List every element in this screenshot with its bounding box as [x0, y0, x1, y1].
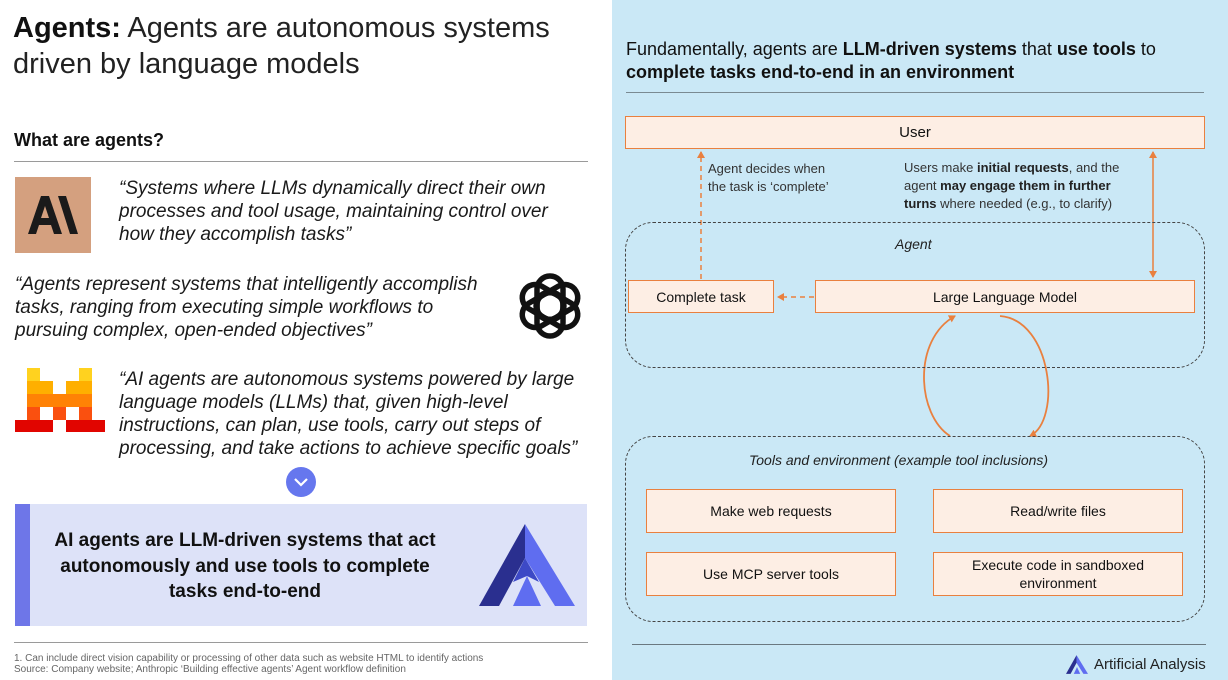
- tools-label: Tools and environment (example tool incl…: [749, 452, 1049, 468]
- footnote-source: Source: Company website; Anthropic ‘Buil…: [14, 664, 406, 675]
- tools-region: [625, 436, 1205, 622]
- title-bold: Agents:: [13, 12, 121, 44]
- diagram-heading: Fundamentally, agents are LLM-driven sys…: [626, 39, 1156, 82]
- title-rest: Agents are autonomous systems: [127, 12, 550, 44]
- arrow-tools-to-llm: [923, 315, 956, 437]
- heading-divider: [626, 92, 1204, 93]
- page-title-line-2: driven by language models: [13, 48, 360, 80]
- artificial-analysis-logo: [479, 524, 575, 606]
- llm-box: Large Language Model: [815, 280, 1195, 313]
- divider: [14, 161, 588, 162]
- page-title-line-1: Agents: Agents are autonomous systems: [13, 10, 550, 46]
- chevron-down-icon[interactable]: [286, 467, 316, 497]
- footer-divider-right: [632, 644, 1206, 645]
- brand: Artificial Analysis: [1066, 655, 1206, 674]
- openai-logo: [511, 267, 589, 345]
- tool-mcp-server: Use MCP server tools: [646, 552, 896, 596]
- anthropic-logo: [15, 177, 91, 253]
- diagram-connectors: [697, 151, 1157, 437]
- right-panel: Fundamentally, agents are LLM-driven sys…: [612, 0, 1228, 680]
- summary-text: AI agents are LLM-driven systems that ac…: [54, 530, 436, 602]
- summary-accent-bar: [15, 504, 30, 626]
- user-box: User: [625, 116, 1205, 149]
- quote-anthropic: “Systems where LLMs dynamically direct t…: [119, 178, 548, 245]
- artificial-analysis-logo-small: [1066, 655, 1088, 674]
- mistral-logo: [15, 368, 105, 432]
- note-agent-decides: Agent decides when the task is ‘complete…: [708, 161, 829, 194]
- tool-web-requests: Make web requests: [646, 489, 896, 533]
- agent-region: [625, 222, 1205, 368]
- complete-task-box: Complete task: [628, 280, 774, 313]
- tool-execute-code: Execute code in sandboxed environment: [933, 552, 1183, 596]
- tool-read-write-files: Read/write files: [933, 489, 1183, 533]
- arrow-llm-to-tools: [999, 315, 1050, 437]
- footnote-1: 1. Can include direct vision capability …: [14, 653, 484, 664]
- brand-name: Artificial Analysis: [1094, 656, 1206, 673]
- footer-divider: [14, 642, 588, 643]
- summary-box: AI agents are LLM-driven systems that ac…: [15, 504, 587, 626]
- quote-openai: “Agents represent systems that intellige…: [15, 274, 478, 341]
- section-heading: What are agents?: [14, 130, 165, 150]
- note-user-requests: Users make initial requests, and the age…: [904, 160, 1120, 211]
- quote-mistral: “AI agents are autonomous systems powere…: [119, 369, 578, 459]
- left-panel: Agents: Agents are autonomous systems dr…: [0, 0, 612, 680]
- agent-label: Agent: [895, 236, 932, 252]
